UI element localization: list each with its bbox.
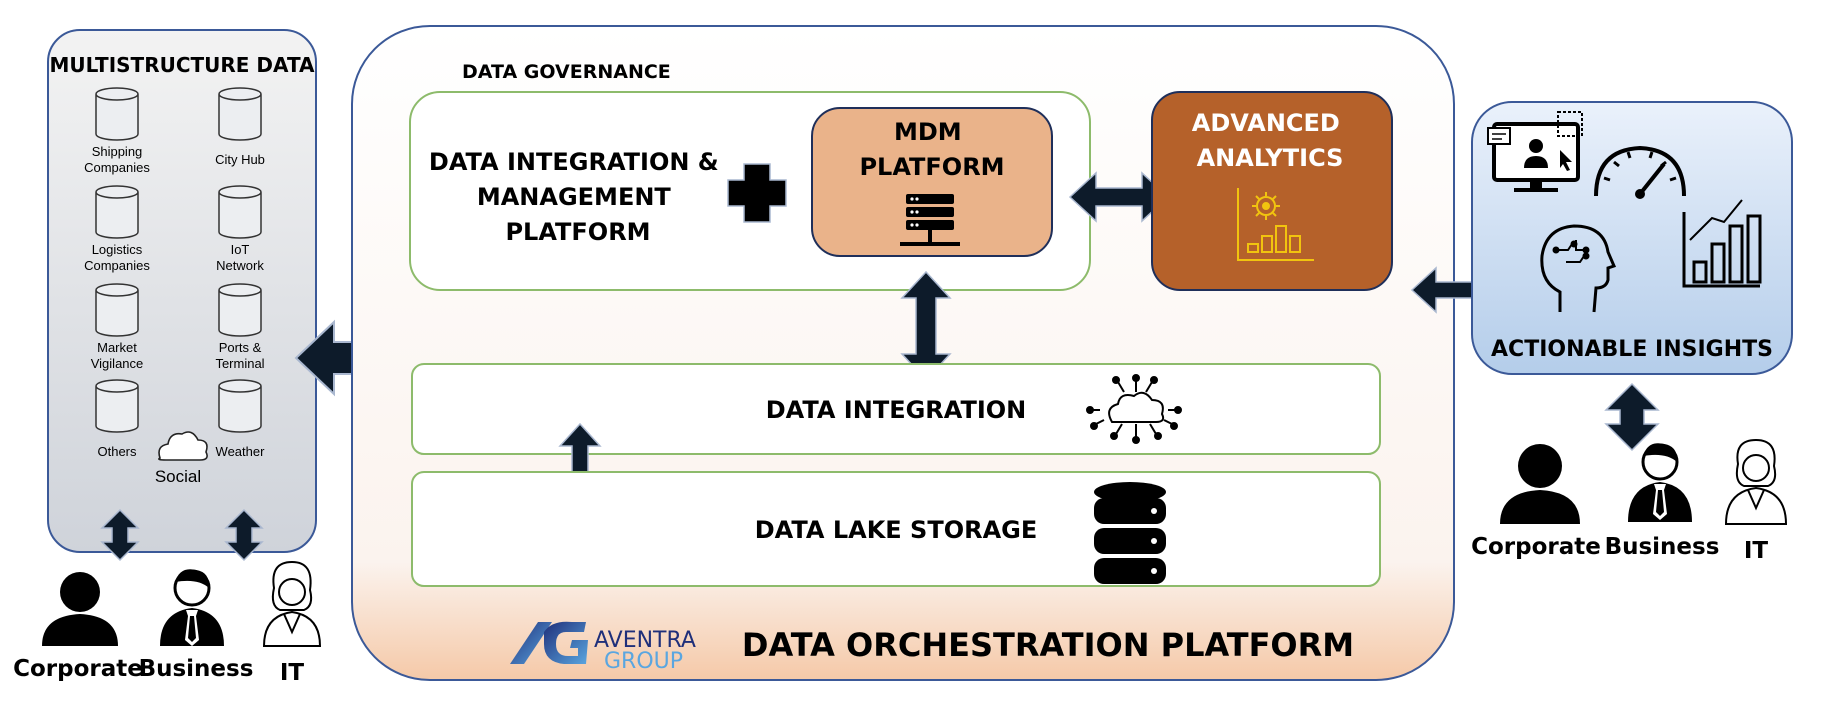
data-integration-label: DATA INTEGRATION (766, 396, 1027, 424)
left-corporate-label: Corporate (13, 656, 143, 682)
analytics-chart-icon (1237, 188, 1314, 261)
mdm-platform-box (811, 107, 1053, 257)
corporate-person-icon-right (1500, 444, 1580, 524)
source-label: Logistics (92, 242, 143, 257)
advanced-analytics-label: ADVANCED ANALYTICS (1192, 109, 1348, 172)
source-database: City Hub (215, 87, 265, 167)
cloud-network-icon (1086, 374, 1182, 444)
left-user-arrow-2 (224, 508, 264, 562)
mdm-platform-label: MDM PLATFORM (859, 118, 1004, 181)
source-label: Network (216, 258, 264, 273)
data-orchestration-platform: DATA GOVERNANCE DATA INTEGRATION & MANAG… (351, 25, 1455, 681)
database-icon (218, 87, 262, 141)
actionable-insights-title: ACTIONABLE INSIGHTS (1491, 337, 1773, 362)
left-user-arrow-1 (100, 508, 140, 562)
multistructure-data-panel: MULTISTRUCTURE DATA ShippingCompaniesCit… (47, 29, 317, 553)
server-icon (900, 194, 960, 246)
right-corporate-label: Corporate (1471, 534, 1601, 560)
footer-title: DATA ORCHESTRATION PLATFORM (742, 626, 1354, 664)
aventra-group-logo: AVENTRA GROUP (510, 621, 696, 674)
multistructure-title: MULTISTRUCTURE DATA (49, 53, 315, 77)
right-business-label: Business (1605, 534, 1720, 560)
logo-line2: GROUP (604, 649, 683, 674)
source-label: Shipping (92, 144, 143, 159)
source-label: Market (97, 340, 137, 355)
database-icon (95, 283, 139, 337)
social-cloud-icon (158, 431, 208, 461)
source-label: City Hub (215, 152, 265, 167)
database-icon (95, 87, 139, 141)
source-label: Weather (216, 444, 266, 459)
corporate-person-icon (42, 572, 118, 646)
business-person-icon (160, 569, 224, 646)
source-database: Others (95, 379, 139, 459)
left-business-label: Business (139, 656, 254, 682)
database-stack-icon (1094, 482, 1166, 584)
source-label: Terminal (215, 356, 264, 371)
database-icon (218, 379, 262, 433)
gauge-icon (1594, 145, 1686, 199)
left-users: Corporate Business IT (13, 560, 322, 686)
it-person-icon (262, 560, 322, 647)
data-governance-title: DATA GOVERNANCE (462, 61, 671, 83)
social-label: Social (155, 467, 201, 486)
right-it-label: IT (1744, 538, 1769, 564)
source-label: Companies (84, 160, 150, 175)
data-lake-storage-label: DATA LAKE STORAGE (755, 516, 1038, 544)
data-integration-box (411, 363, 1381, 455)
left-it-label: IT (280, 660, 305, 686)
source-label: Vigilance (91, 356, 144, 371)
source-database: Ports &Terminal (215, 283, 265, 371)
it-person-icon-right (1724, 438, 1788, 525)
source-label: Others (97, 444, 137, 459)
logo-line1: AVENTRA (594, 628, 696, 653)
source-label: Ports & (219, 340, 262, 355)
database-icon (218, 185, 262, 239)
right-user-arrow (1604, 382, 1660, 452)
database-icon (95, 379, 139, 433)
advanced-analytics-box (1151, 91, 1393, 291)
business-person-icon-right (1628, 443, 1692, 522)
plus-icon (727, 163, 787, 223)
ai-head-icon (1540, 224, 1617, 313)
bar-chart-icon (1682, 199, 1762, 288)
right-users: Corporate Business IT (1471, 438, 1788, 564)
source-label: Companies (84, 258, 150, 273)
actionable-insights-panel: ACTIONABLE INSIGHTS (1471, 101, 1793, 375)
source-label: IoT (231, 242, 250, 257)
source-database: Weather (216, 379, 266, 459)
monitor-user-icon (1487, 111, 1583, 192)
database-icon (218, 283, 262, 337)
dimp-label: DATA INTEGRATION & MANAGEMENT PLATFORM (429, 148, 727, 246)
database-icon (95, 185, 139, 239)
